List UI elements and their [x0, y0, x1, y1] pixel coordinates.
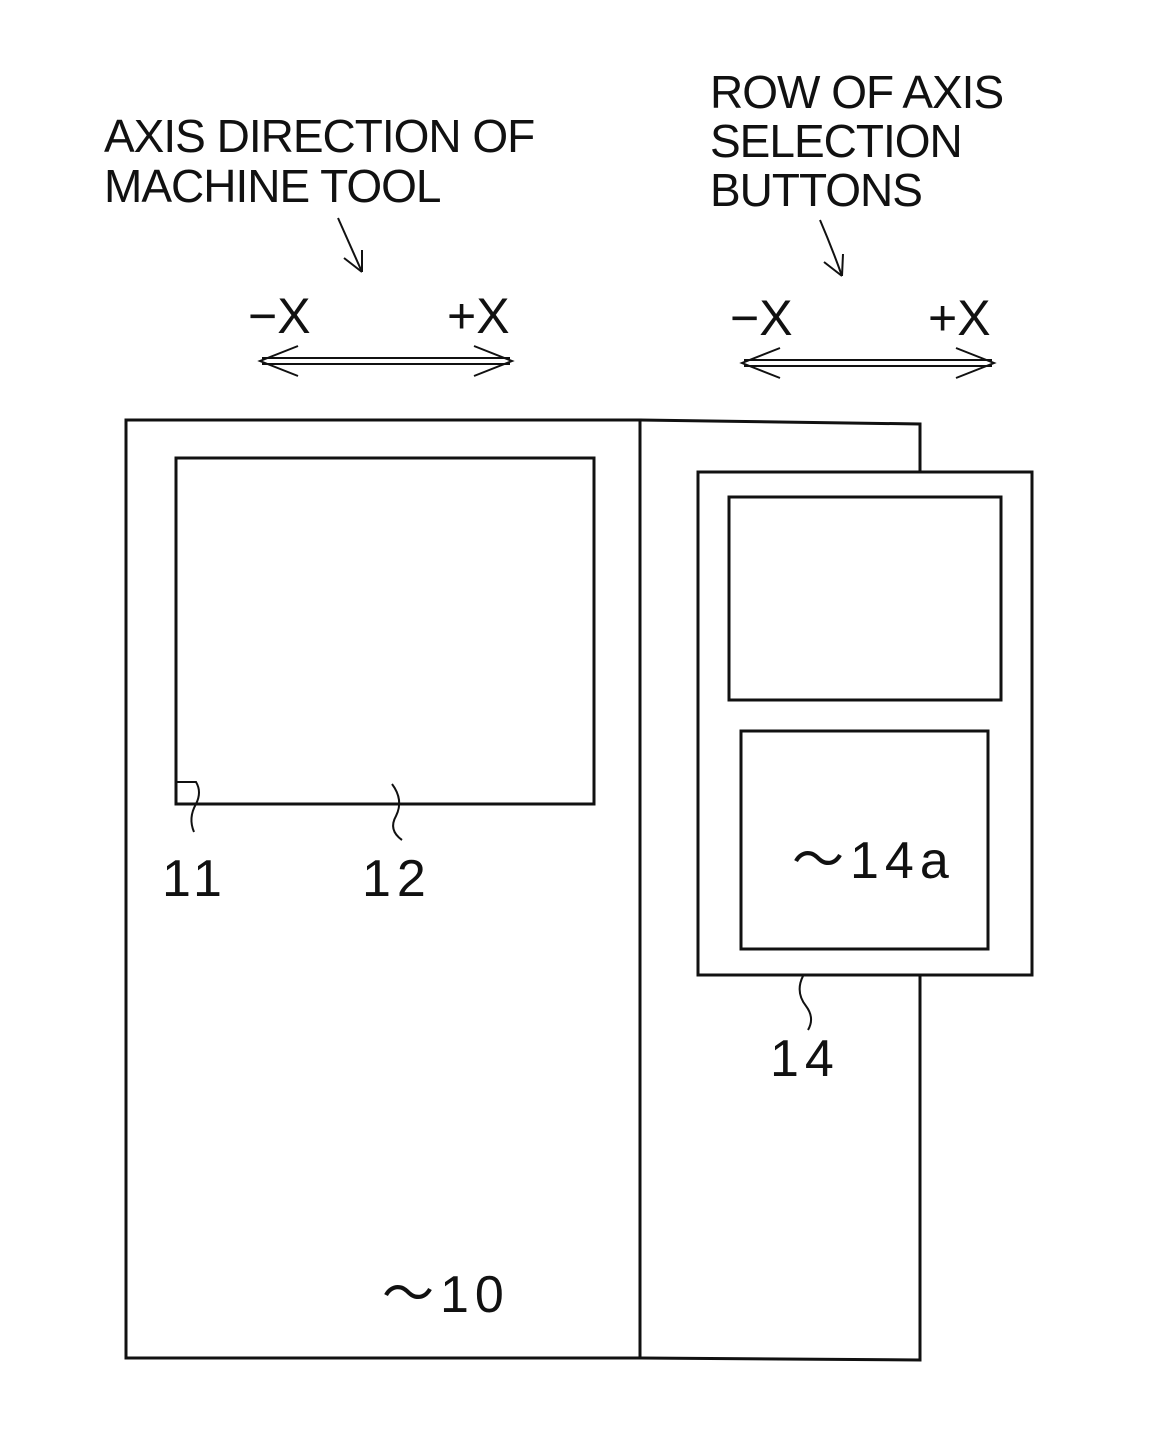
double-arrow-right — [742, 348, 994, 378]
caption-buttons-line2: SELECTION — [710, 115, 962, 167]
leader-14 — [800, 976, 811, 1030]
door-corner-mark — [176, 782, 199, 804]
ref-numeral-12: 12 — [362, 850, 432, 908]
ref-numeral-14: 14 — [770, 1030, 840, 1088]
control-panel — [698, 472, 1032, 975]
double-arrow-left — [260, 346, 512, 376]
ref-numeral-10: ～10 — [382, 1266, 510, 1324]
axis-label-right-plus-x: +X — [928, 290, 991, 346]
caption-machine-tool-line2: MACHINE TOOL — [104, 160, 441, 212]
machine-window — [176, 458, 594, 804]
caption-machine-tool-line1: AXIS DIRECTION OF — [104, 110, 534, 162]
caption-leader-arrow-left — [338, 218, 362, 272]
leader-12 — [392, 784, 402, 840]
control-panel-display — [729, 497, 1001, 700]
axis-label-left-plus-x: +X — [447, 288, 510, 344]
caption-leader-arrow-right — [820, 220, 843, 276]
axis-label-right-minus-x: −X — [730, 290, 793, 346]
ref-numeral-11: 11 — [162, 850, 228, 908]
axis-label-left-minus-x: −X — [248, 288, 311, 344]
caption-buttons-line1: ROW OF AXIS — [710, 66, 1003, 118]
ref-numeral-14a: ～14a — [792, 832, 955, 890]
leader-11 — [191, 804, 196, 832]
caption-buttons-line3: BUTTONS — [710, 164, 922, 216]
side-housing — [640, 420, 920, 1360]
